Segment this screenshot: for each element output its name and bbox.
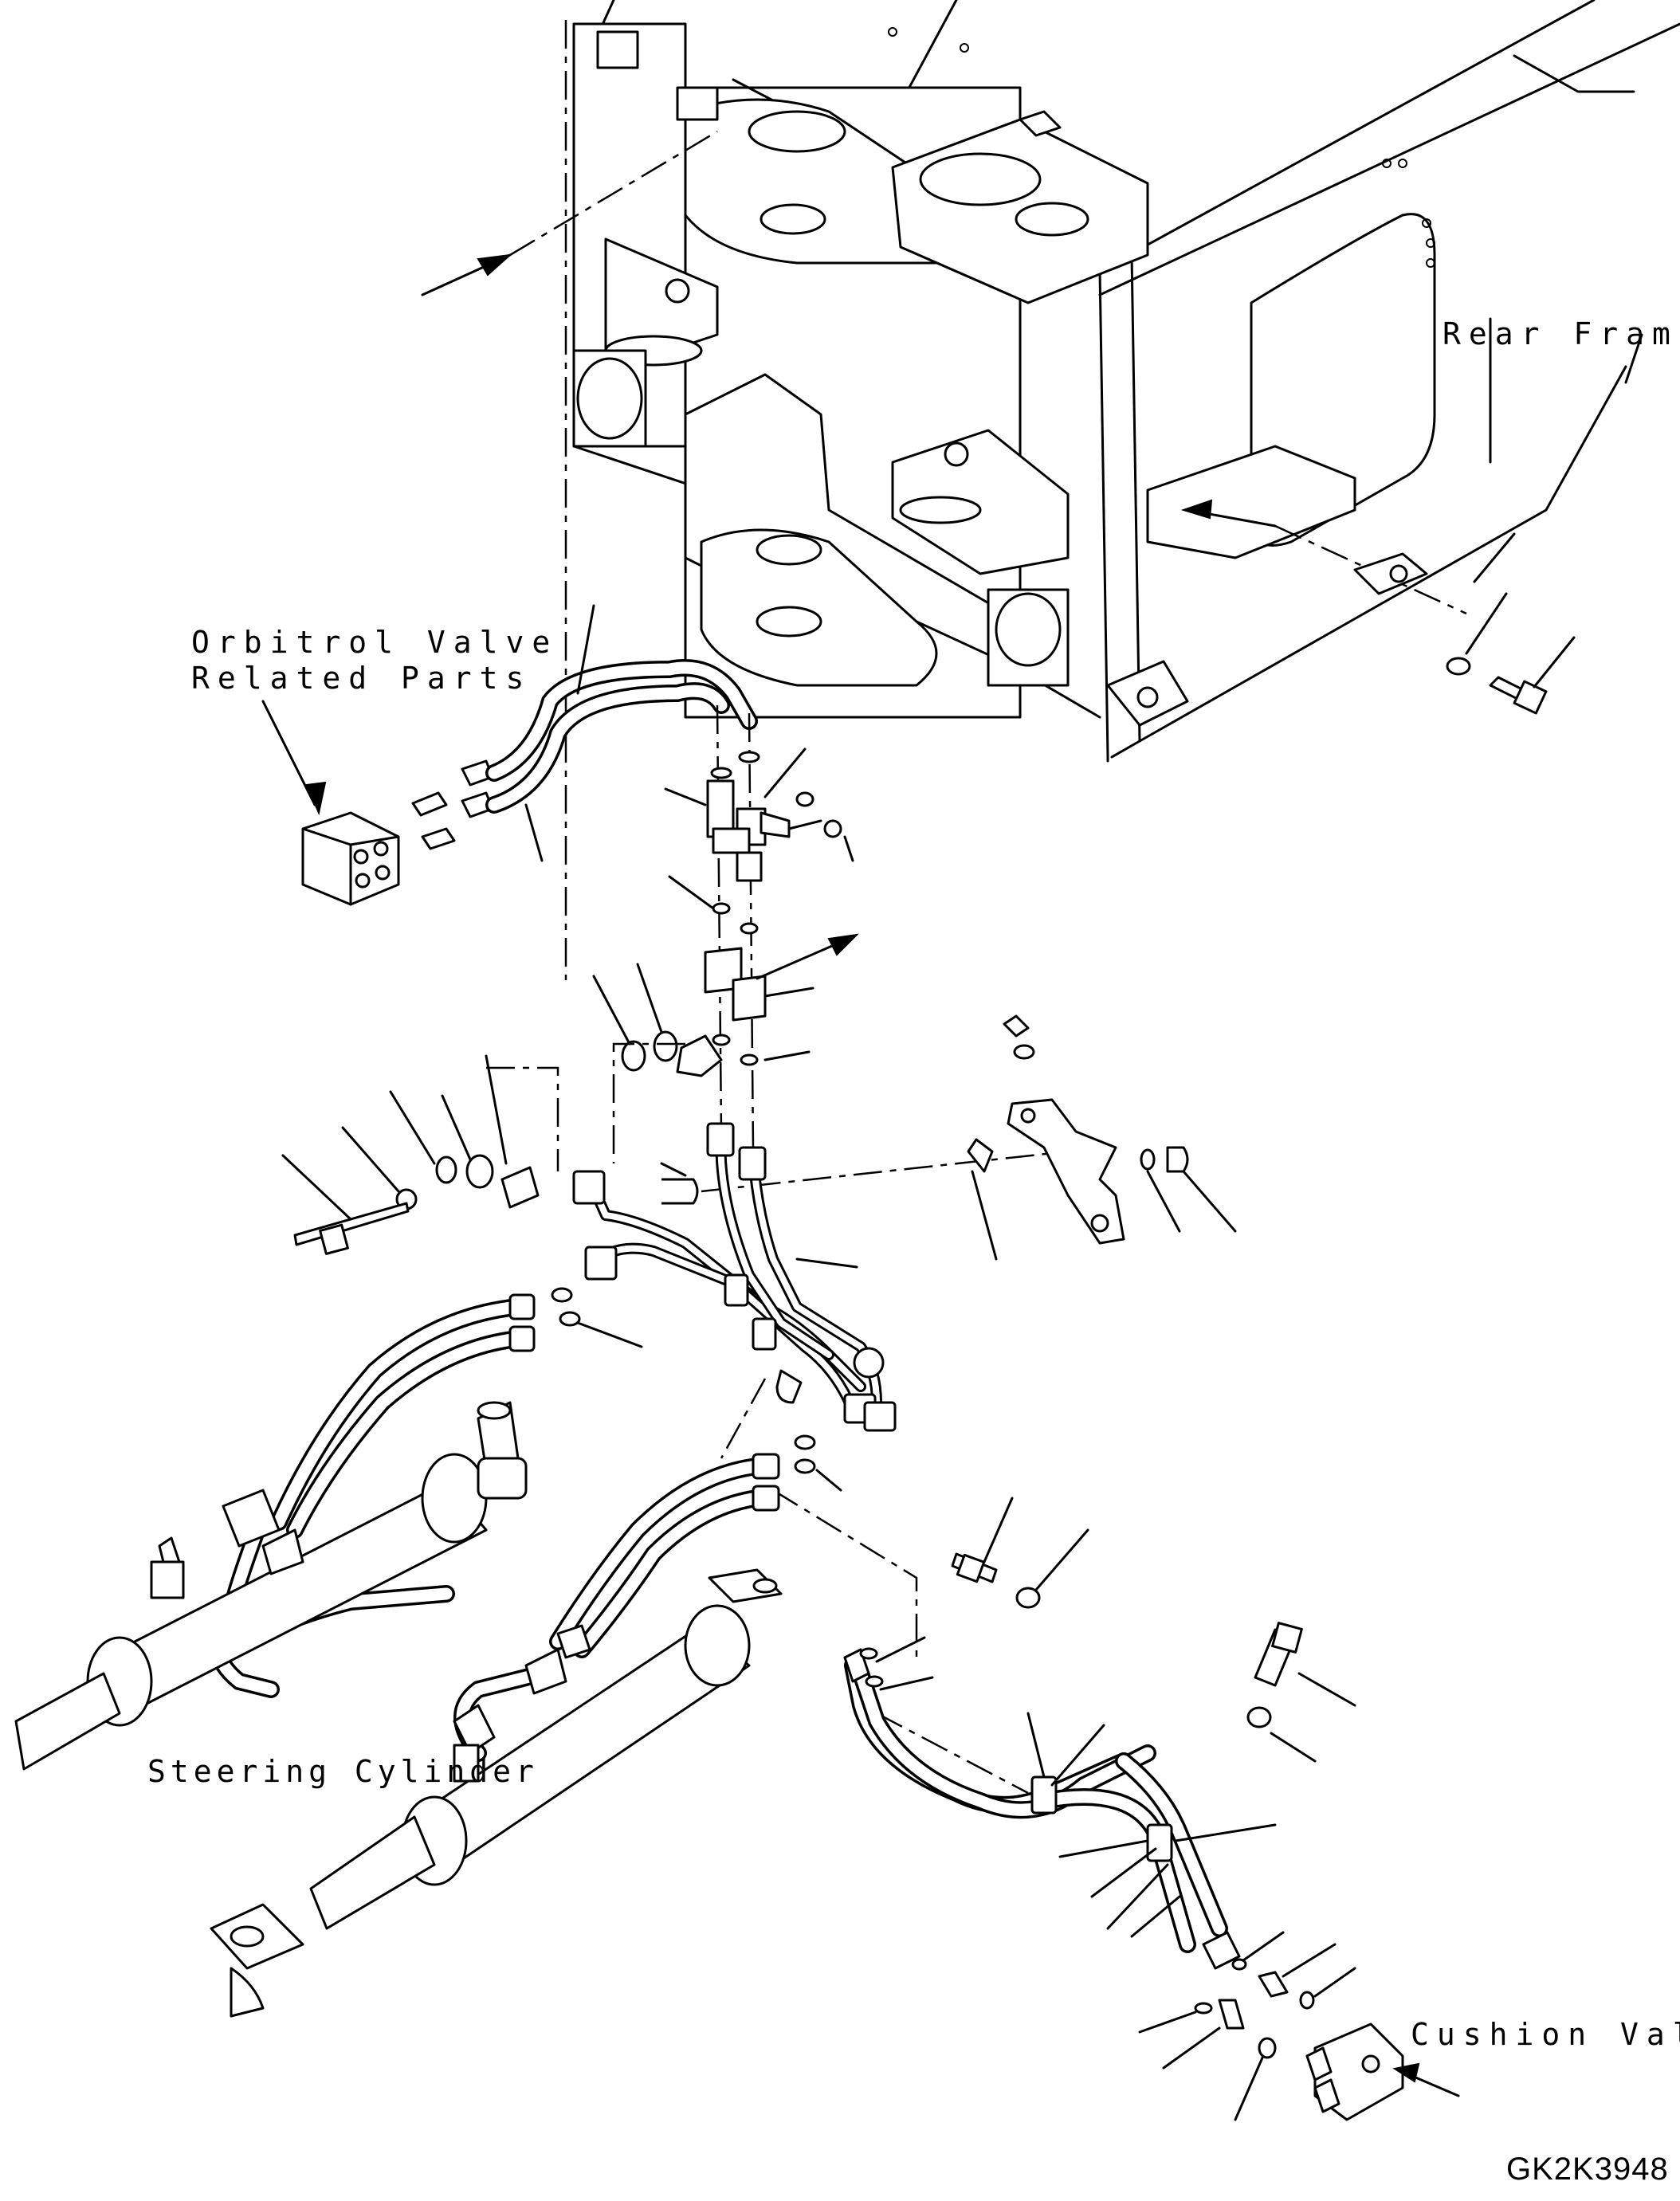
tee-fittings <box>664 704 859 1148</box>
rear-frame-drawing <box>421 0 1680 980</box>
steering-pipes <box>551 1122 897 1432</box>
bolt-spacer-stack <box>281 963 685 1255</box>
orbitrol-valve-drawing <box>261 700 494 906</box>
rear-frame-label: Rear Frame <box>1443 316 1680 351</box>
steering-cylinder-label: Steering Cylinder <box>147 1754 539 1789</box>
frame-mount-bolt <box>1446 592 1576 715</box>
steering-cylinder-upper <box>14 1293 536 1771</box>
cushion-valve-drawing <box>1305 2022 1460 2121</box>
figure-code: GK2K3948 <box>1506 2152 1669 2187</box>
cushion-valve-label: Cushion Valve <box>1411 2017 1680 2052</box>
orbitrol-valve-label-line1: Orbitrol Valve <box>191 625 559 660</box>
lower-bolts <box>951 1497 1356 1763</box>
steering-cylinder-lower <box>210 1434 842 2018</box>
rear-frame-leader-2 <box>1624 333 1643 384</box>
orbitrol-hoses <box>485 604 758 862</box>
pipe-bracket <box>660 1014 1237 1261</box>
cushion-valve-hoses <box>843 1636 1356 2121</box>
orbitrol-valve-label-line2: Related Parts <box>191 661 532 696</box>
connection-lines <box>720 1378 1029 1795</box>
